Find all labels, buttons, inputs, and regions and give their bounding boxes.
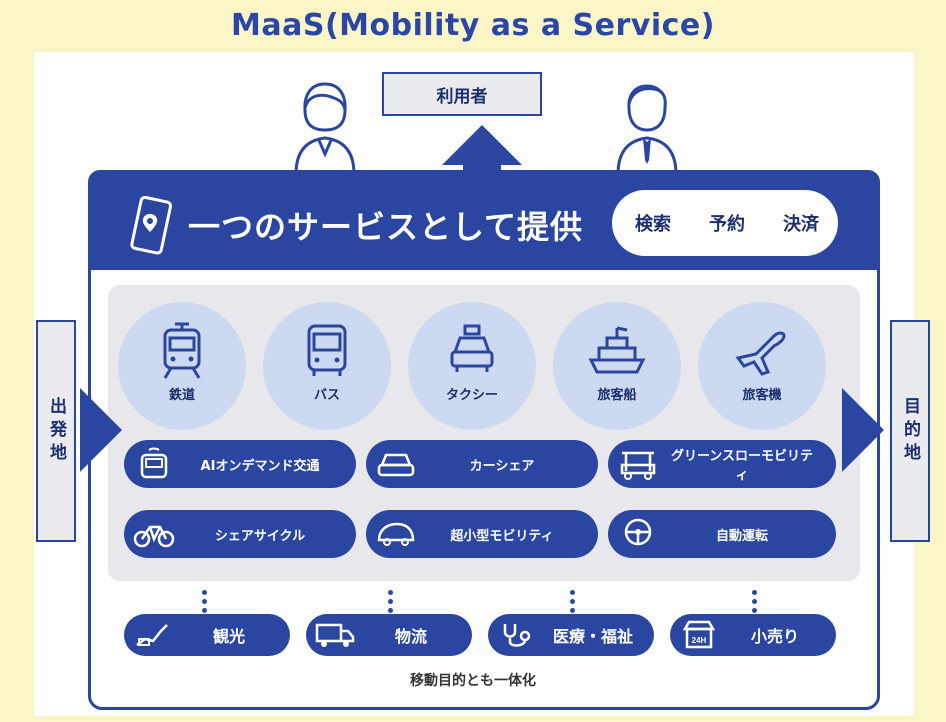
- pill-label-retail: 小売り: [750, 627, 799, 646]
- pill-medical-welfare: 医療・福祉: [488, 614, 654, 656]
- circle-taxi: タクシー: [408, 302, 536, 430]
- up-arrow: [442, 125, 522, 165]
- connector-dots: [752, 590, 760, 617]
- band-title: 一つのサービスとして提供: [188, 208, 584, 246]
- search-pill: 検索: [618, 196, 688, 250]
- ondemand-bus-icon: [140, 447, 168, 479]
- pill-label-green-slow: グリーンスローモビリティ: [670, 449, 814, 483]
- train-icon: [163, 322, 201, 379]
- pill-ai-ondemand: AIオンデマンド交通: [124, 440, 356, 488]
- circle-label-airplane: 旅客機: [742, 388, 782, 403]
- pill-label-share-cycle: シェアサイクル: [214, 528, 306, 544]
- pill-label-logistics: 物流: [394, 627, 427, 646]
- origin-label: 出発地: [46, 396, 67, 466]
- circle-label-ship: 旅客船: [597, 388, 637, 403]
- connector-dots: [388, 590, 396, 617]
- destination-box: 目的地: [890, 320, 930, 542]
- taxi-icon: [450, 324, 494, 372]
- caption: 移動目的とも一体化: [410, 673, 536, 689]
- male-user-icon: [616, 84, 678, 174]
- female-user-icon: [294, 82, 356, 174]
- ship-icon: [588, 326, 646, 374]
- circle-label-taxi: タクシー: [445, 388, 498, 403]
- pill-car-share: カーシェア: [366, 440, 598, 488]
- store-24h-icon: 24H: [682, 620, 716, 649]
- origin-box: 出発地: [36, 320, 76, 542]
- connector-dots: [202, 590, 210, 617]
- pill-label-micro-mobility: 超小型モビリティ: [450, 528, 554, 544]
- stethoscope-icon: [503, 624, 531, 647]
- destination-arrow: [842, 388, 884, 472]
- reserve-pill: 予約: [692, 196, 762, 250]
- circle-bus: バス: [263, 302, 391, 430]
- pill-label-autonomous: 自動運転: [715, 528, 768, 544]
- pill-logistics: 物流: [306, 614, 472, 656]
- svg-text:24H: 24H: [692, 636, 707, 645]
- page-title: MaaS(Mobility as a Service): [231, 8, 715, 43]
- pill-label-sightseeing: 観光: [212, 627, 245, 646]
- pill-retail: 24H 小売り: [670, 614, 836, 656]
- pill-label-medical-welfare: 医療・福祉: [552, 627, 633, 646]
- circle-ship: 旅客船: [553, 302, 681, 430]
- bicycle-icon: [133, 525, 175, 548]
- pill-share-cycle: シェアサイクル: [124, 510, 356, 558]
- circle-label-bus: バス: [313, 388, 340, 403]
- small-car-icon: [377, 522, 415, 546]
- circle-label-train: 鉄道: [168, 388, 195, 403]
- car-icon: [377, 453, 415, 477]
- payment-pill: 決済: [766, 196, 836, 250]
- sightseeing-icon: [136, 624, 168, 646]
- airplane-icon: [735, 331, 786, 376]
- pill-label-car-share: カーシェア: [469, 458, 535, 474]
- pill-micro-mobility: 超小型モビリティ: [366, 510, 598, 558]
- connector-dots: [570, 590, 578, 617]
- pill-label-ai-ondemand: AIオンデマンド交通: [200, 458, 320, 474]
- truck-icon: [315, 623, 355, 647]
- steering-wheel-icon: [624, 518, 652, 546]
- pill-autonomous: 自動運転: [608, 510, 836, 558]
- circle-train: 鉄道: [118, 302, 246, 430]
- circle-airplane: 旅客機: [698, 302, 826, 430]
- destination-label: 目的地: [900, 396, 921, 466]
- pill-sightseeing: 観光: [124, 614, 290, 656]
- pill-green-slow: グリーンスローモビリティ: [608, 440, 836, 488]
- golf-cart-icon: [620, 451, 656, 480]
- origin-arrow: [80, 388, 122, 472]
- user-box: 利用者: [382, 72, 542, 116]
- bus-icon: [307, 324, 347, 376]
- smartphone-pin-icon: [130, 196, 172, 255]
